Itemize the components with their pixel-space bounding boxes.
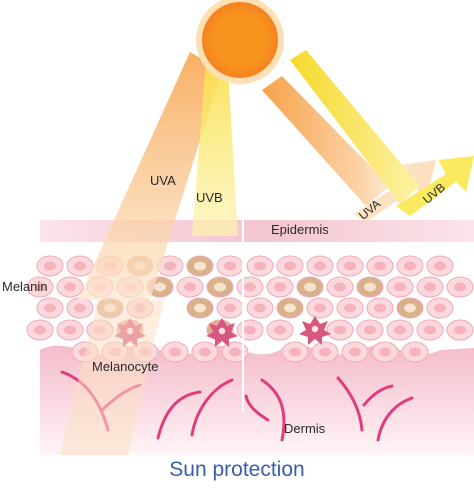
cell-nucleus [404,303,416,313]
cell-nucleus [364,282,376,292]
cell-nucleus [364,325,376,335]
cell-nucleus [169,347,181,357]
cell-nucleus [284,303,296,313]
cell-nucleus [74,261,86,271]
uvb-incoming-label: UVB [196,190,223,205]
cell-nucleus [349,347,361,357]
cell-nucleus [344,303,356,313]
epidermis-label: Epidermis [271,222,329,237]
cell-nucleus [319,347,331,357]
cell-nucleus [199,347,211,357]
cell-nucleus [244,282,256,292]
melanocyte-icon [206,318,238,347]
cell-nucleus [214,282,226,292]
cell-nucleus [434,303,446,313]
cell-nucleus [454,325,466,335]
caption-title: Sun protection [169,458,305,481]
cell-nucleus [314,261,326,271]
cell-nucleus [289,347,301,357]
cell-nucleus [424,282,436,292]
cell-nucleus [229,347,241,357]
sun-icon [196,0,284,84]
cell-nucleus [224,261,236,271]
cell-nucleus [379,347,391,357]
cell-nucleus [34,282,46,292]
cell-nucleus [44,261,56,271]
dermis-layer [40,345,474,455]
cell-nucleus [409,347,421,357]
cell-nucleus [394,282,406,292]
cell-nucleus [424,325,436,335]
cell-nucleus [164,261,176,271]
cell-nucleus [274,325,286,335]
uvb-reflected-arrow [290,50,474,216]
cell-nucleus [254,261,266,271]
uva-incoming-label: UVA [150,173,176,188]
cell-nucleus [304,282,316,292]
cell-nucleus [334,282,346,292]
uva-incoming-beam [78,52,222,300]
epidermis-band [40,220,474,242]
cell-nucleus [334,325,346,335]
cell-nucleus [344,261,356,271]
cell-nucleus [154,282,166,292]
cell-nucleus [184,282,196,292]
cell-nucleus [374,303,386,313]
cell-nucleus [224,303,236,313]
cell-nucleus [194,261,206,271]
cell-nucleus [374,261,386,271]
cell-nucleus [244,325,256,335]
cell-nucleus [74,303,86,313]
uvb-incoming-beam [192,60,238,236]
cell-nucleus [434,261,446,271]
cell-nucleus [194,303,206,313]
cell-nucleus [44,303,56,313]
uva-deep-beam [60,300,164,455]
cell-nucleus [34,325,46,335]
melanocyte-icon [299,316,331,345]
cell-nucleus [274,282,286,292]
cell-nucleus [454,282,466,292]
cell-nucleus [394,325,406,335]
melanin-label: Melanin [2,279,48,294]
cell-nucleus [64,325,76,335]
cell-nucleus [64,282,76,292]
cell-nucleus [254,303,266,313]
cell-nucleus [314,303,326,313]
cell-nucleus [284,261,296,271]
dermis-label: Dermis [284,421,326,436]
cell-nucleus [404,261,416,271]
melanocyte-label: Melanocyte [92,359,159,374]
